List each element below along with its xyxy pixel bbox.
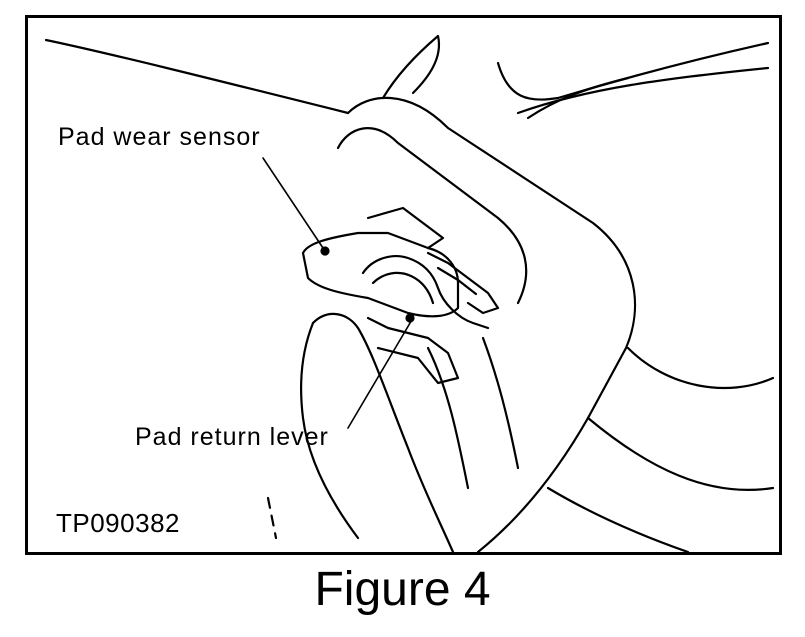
rotor-lower-curve bbox=[626, 346, 775, 390]
drawing-code: TP090382 bbox=[56, 508, 180, 538]
return-lever-inner bbox=[371, 271, 435, 305]
return-lever bbox=[361, 255, 490, 330]
caliper-arm-right-2 bbox=[516, 66, 770, 115]
spring-arm bbox=[426, 251, 500, 315]
pad-wear-sensor-label: Pad wear sensor bbox=[58, 123, 261, 151]
housing-mid bbox=[426, 346, 470, 490]
rotor-lower-curve-3 bbox=[546, 486, 690, 552]
sensor-clip bbox=[301, 231, 460, 318]
housing-left bbox=[299, 321, 360, 540]
caliper-top-edge bbox=[381, 34, 441, 100]
caliper-body-outline bbox=[346, 96, 637, 552]
caliper-arm-right-3 bbox=[526, 76, 630, 120]
figure-caption: Figure 4 bbox=[314, 563, 491, 616]
housing-dash bbox=[266, 496, 278, 540]
pad-return-lever-leader bbox=[347, 317, 414, 429]
pad-return-lever-dot bbox=[405, 313, 415, 323]
brake-caliper-line-drawing bbox=[44, 34, 775, 552]
illustration-frame: Pad wear sensor Pad return lever TP09038… bbox=[25, 15, 782, 555]
housing-mid-2 bbox=[481, 336, 520, 470]
caliper-body-inner bbox=[336, 127, 528, 305]
rotor-lower-curve-2 bbox=[586, 416, 775, 492]
spring-arm-2 bbox=[436, 266, 478, 296]
pad-wear-sensor-leader bbox=[262, 157, 324, 249]
housing-left-2 bbox=[311, 312, 455, 552]
sensor-clip-top bbox=[366, 206, 445, 250]
rotor-edge-line bbox=[44, 38, 350, 115]
pad-wear-sensor-dot bbox=[320, 246, 330, 256]
pad-return-lever-label: Pad return lever bbox=[135, 423, 329, 451]
lever-tab bbox=[366, 316, 460, 385]
